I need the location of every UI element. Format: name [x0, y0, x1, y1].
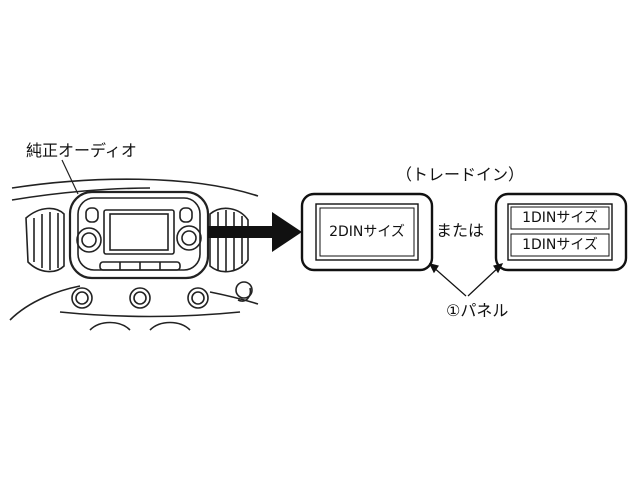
single-din-bottom-label: 1DINサイズ	[522, 237, 598, 253]
dashboard-illustration	[9, 178, 259, 331]
stock-audio-label: 純正オーディオ	[26, 141, 137, 160]
single-din-unit	[494, 192, 628, 272]
single-din-top-label: 1DINサイズ	[522, 210, 598, 226]
panel-leaders	[428, 263, 504, 297]
right-knob	[176, 225, 202, 251]
stock-audio-screen	[103, 209, 175, 255]
double-din-unit	[300, 192, 434, 272]
left-knob	[76, 227, 102, 253]
or-label: または	[436, 221, 485, 240]
replace-arrow	[208, 212, 302, 252]
trade-in-label: （トレードイン）	[396, 165, 525, 184]
stock-audio-leader	[61, 159, 79, 195]
panel-label: ①パネル	[446, 301, 509, 320]
double-din-label: 2DINサイズ	[329, 224, 405, 240]
stock-audio-bezel	[68, 190, 210, 280]
